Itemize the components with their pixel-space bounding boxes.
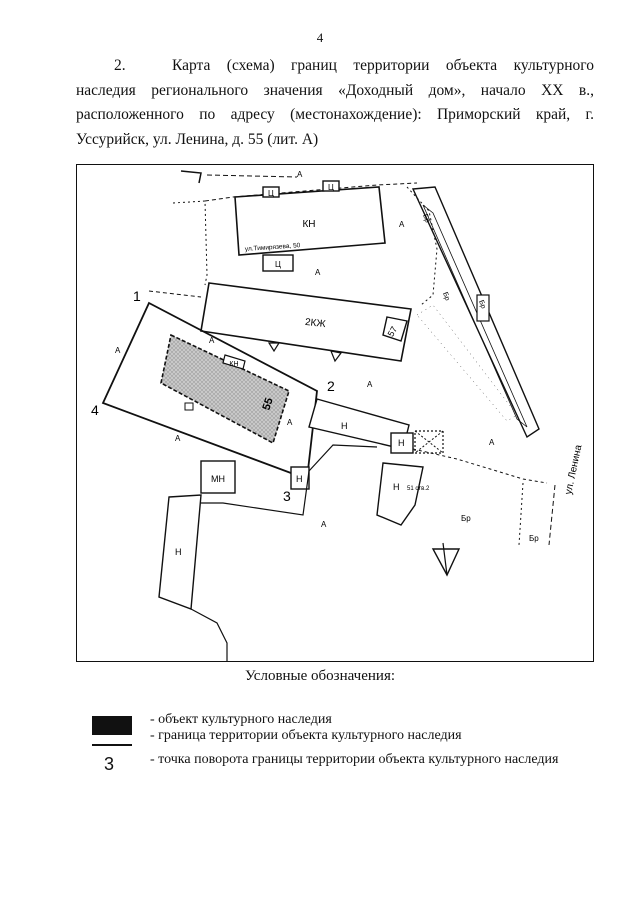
label-57: 57 xyxy=(386,325,400,339)
label-a-4: А xyxy=(115,346,121,355)
label-mn: МН xyxy=(211,474,225,484)
kn-small-box xyxy=(222,354,246,370)
label-a-5: А xyxy=(209,336,215,345)
fence-line-right xyxy=(406,186,438,306)
lower-path xyxy=(201,444,378,516)
building-n-4 xyxy=(376,462,424,526)
label-kn-small: КН xyxy=(229,361,238,368)
map-drawing: КН Ц Ц Ц ул.Тимирязева, 50 2КЖ 57 КН 55 … xyxy=(91,170,585,661)
label-2kzh: 2КЖ xyxy=(304,317,326,330)
boundary-map: КН Ц Ц Ц ул.Тимирязева, 50 2КЖ 57 КН 55 … xyxy=(76,164,594,662)
house-57-box xyxy=(382,316,408,342)
label-n-2: Н xyxy=(296,474,303,484)
label-ts3: Ц xyxy=(275,260,281,269)
building-ts1 xyxy=(262,186,280,198)
lenina-dotted xyxy=(412,448,548,484)
label-a-6: А xyxy=(287,418,293,427)
label-br-5: Бр xyxy=(529,534,539,543)
porch-55 xyxy=(184,402,194,411)
map-heading: 2.Карта (схема) границ территории объект… xyxy=(76,54,594,152)
building-2kzh xyxy=(200,282,412,362)
lenina-vertical-2 xyxy=(548,484,556,546)
label-kn: КН xyxy=(302,219,315,230)
street-top-dash xyxy=(206,174,298,178)
label-street-sign: ул.Тимирязева, 50 xyxy=(245,242,301,253)
porch-1 xyxy=(267,342,281,353)
street-name: ул. Ленина xyxy=(563,444,584,496)
legend-swatch-boundary-line xyxy=(92,744,132,746)
heading-number: 2. xyxy=(114,57,126,74)
porch-2 xyxy=(330,350,343,363)
label-a-8: А xyxy=(367,380,373,389)
heritage-building xyxy=(160,333,290,445)
fence-line-top xyxy=(204,182,418,202)
point-label-2: 2 xyxy=(327,378,335,394)
label-n-1: Н xyxy=(341,421,348,431)
label-a-10: А xyxy=(321,520,327,529)
legend-text-heritage-object: - объект культурного наследия xyxy=(150,712,332,727)
label-a-1: А xyxy=(297,170,303,179)
building-ts2 xyxy=(322,180,340,192)
legend-text-turning-point: - точка поворота границы территории объе… xyxy=(150,752,559,767)
label-br-3: Бр xyxy=(477,299,487,309)
building-ts3 xyxy=(262,254,294,272)
legend-swatch-heritage-object xyxy=(92,716,132,735)
label-br-4: Бр xyxy=(461,514,471,523)
heading-text: Карта (схема) границ территории объекта … xyxy=(76,57,594,148)
point-label-4: 4 xyxy=(91,402,99,418)
label-br-1: Бр xyxy=(421,213,431,223)
label-n-4: Н xyxy=(393,482,400,492)
label-55: 55 xyxy=(261,396,276,411)
label-ts2: Ц xyxy=(328,183,334,192)
label-a-3: А xyxy=(315,268,321,277)
label-a-2: А xyxy=(399,220,405,229)
label-n-3: Н xyxy=(398,438,405,448)
legend-swatch-turning-point: 3 xyxy=(104,754,115,774)
label-br-2: Бр xyxy=(441,291,451,301)
label-a-9: А xyxy=(489,438,495,447)
north-triangle xyxy=(431,548,461,577)
dash-point-1 xyxy=(148,290,202,298)
page-number: 4 xyxy=(316,30,324,45)
label-ts1: Ц xyxy=(268,189,274,198)
br-sign-1 xyxy=(476,294,490,322)
label-a-7: А xyxy=(175,434,181,443)
building-n-2 xyxy=(290,466,310,490)
label-51: 51 ств.2 xyxy=(407,486,430,492)
legend-text-boundary-line: - граница территории объекта культурного… xyxy=(150,728,462,743)
label-n-5: Н xyxy=(175,547,182,557)
fence-line-left xyxy=(172,200,208,286)
green-area xyxy=(416,304,518,422)
street-top xyxy=(180,170,202,184)
green-triangle-inner xyxy=(422,204,528,428)
point-label-1: 1 xyxy=(133,288,141,304)
building-mn xyxy=(200,460,236,494)
building-n-3 xyxy=(390,432,414,454)
lenina-vertical xyxy=(518,482,524,546)
point-label-3: 3 xyxy=(283,488,291,504)
lower-path-2 xyxy=(190,608,228,661)
legend-title: Условные обозначения: xyxy=(244,668,396,684)
